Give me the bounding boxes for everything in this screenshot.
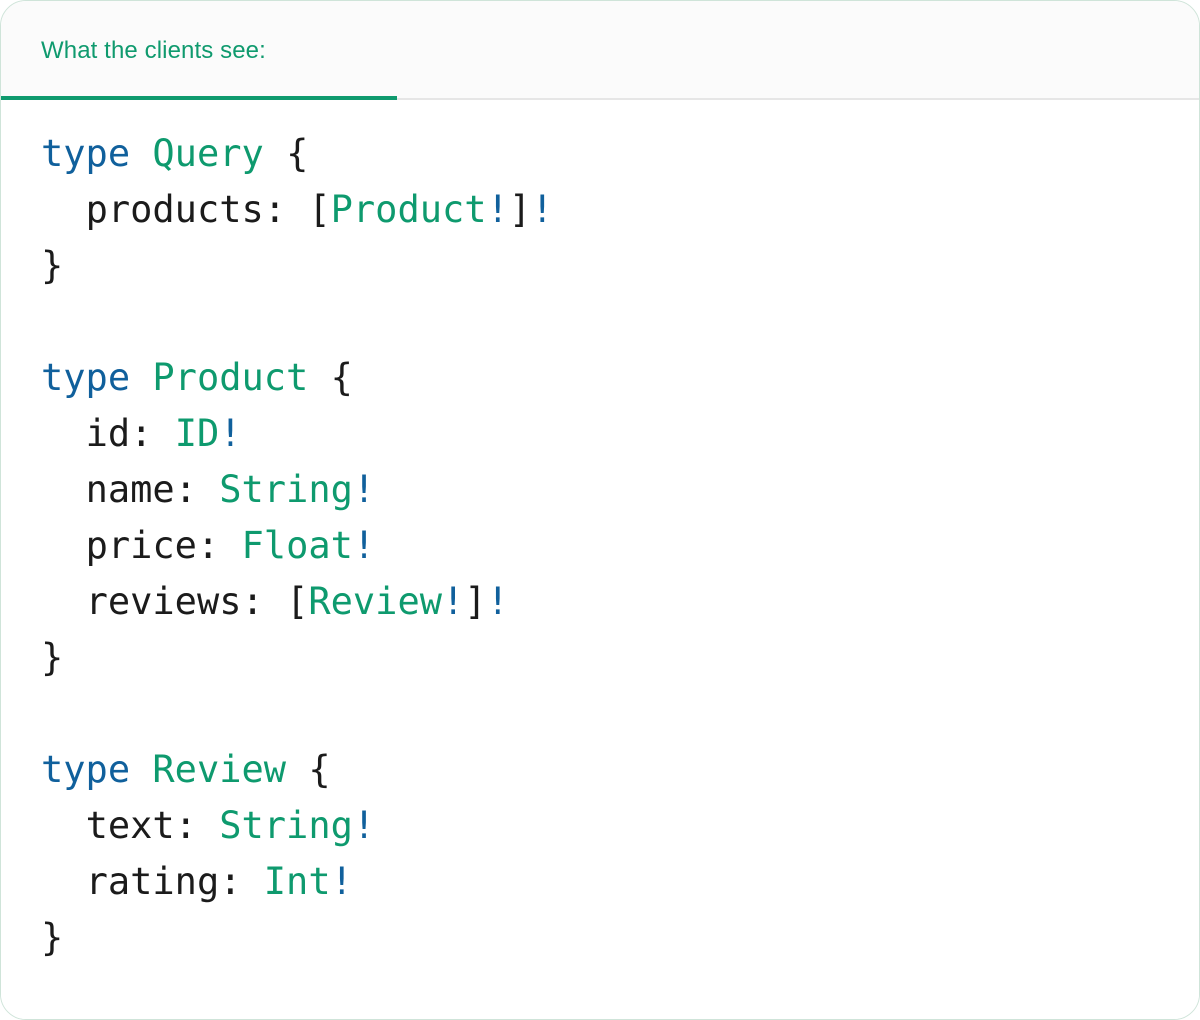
code-token-punct: : — [219, 860, 264, 903]
code-token-type: Product — [152, 356, 309, 399]
code-token-bang: ! — [486, 188, 509, 231]
code-line: id: ID! — [41, 406, 1159, 462]
code-token-type: Query — [152, 132, 264, 175]
code-token-type: Review — [152, 748, 287, 791]
code-line — [41, 686, 1159, 742]
code-token-punct: : — [241, 580, 287, 623]
code-token-bang: ! — [219, 412, 242, 455]
code-token-punct: : — [263, 188, 309, 231]
code-token-kw: type — [41, 748, 131, 791]
code-token-field: name — [85, 468, 175, 511]
code-token-punct: ] — [464, 580, 487, 623]
graphql-schema-code: type Query { products: [Product!]!} type… — [41, 126, 1159, 966]
code-token-punct: { — [308, 748, 331, 791]
code-token-punct — [264, 132, 286, 175]
code-token-type: Float — [241, 524, 353, 567]
code-token-bang: ! — [352, 468, 376, 511]
code-pane: type Query { products: [Product!]!} type… — [1, 100, 1199, 1019]
code-line: } — [41, 630, 1159, 686]
code-token-field: reviews — [85, 580, 242, 623]
active-tab-underline — [1, 96, 397, 100]
code-token-punct: { — [330, 356, 353, 399]
code-token-type: String — [219, 804, 353, 847]
code-token-punct: } — [41, 244, 64, 287]
code-token-punct: [ — [308, 188, 331, 231]
code-token-punct: { — [286, 132, 309, 175]
code-line: products: [Product!]! — [41, 182, 1159, 238]
code-token-bang: ! — [330, 860, 353, 903]
code-token-kw: type — [41, 132, 131, 175]
code-token-kw: type — [41, 356, 131, 399]
code-token-punct: : — [174, 804, 220, 847]
code-token-bang: ! — [352, 804, 376, 847]
code-token-field: rating — [85, 860, 220, 903]
code-indent — [41, 188, 86, 231]
code-line: price: Float! — [41, 518, 1159, 574]
tab-bar-divider — [1, 98, 1199, 100]
code-token-punct — [130, 132, 152, 175]
code-token-type: Product — [330, 188, 487, 231]
code-indent — [41, 804, 86, 847]
code-line: } — [41, 910, 1159, 966]
code-token-type: String — [219, 468, 353, 511]
code-token-type: Review — [308, 580, 442, 623]
code-token-bang: ! — [486, 580, 509, 623]
code-token-bang: ! — [442, 580, 465, 623]
code-line: rating: Int! — [41, 854, 1159, 910]
code-token-punct: ] — [508, 188, 532, 231]
code-token-field: text — [85, 804, 175, 847]
code-token-punct: } — [41, 636, 64, 679]
code-token-bang: ! — [352, 524, 376, 567]
tab-label: What the clients see: — [41, 36, 266, 64]
code-token-type: ID — [174, 412, 220, 455]
code-line: type Review { — [41, 742, 1159, 798]
code-token-bang: ! — [531, 188, 554, 231]
code-line: reviews: [Review!]! — [41, 574, 1159, 630]
code-token-punct: : — [196, 524, 242, 567]
code-line: text: String! — [41, 798, 1159, 854]
code-token-punct: } — [41, 916, 64, 959]
tab-what-the-clients-see[interactable]: What the clients see: — [1, 1, 397, 100]
code-indent — [41, 468, 86, 511]
code-token-punct — [308, 356, 330, 399]
code-token-field: price — [85, 524, 197, 567]
code-line — [41, 294, 1159, 350]
code-line: name: String! — [41, 462, 1159, 518]
code-indent — [41, 412, 86, 455]
code-token-field: id — [85, 412, 131, 455]
code-token-punct: : — [130, 412, 175, 455]
tab-bar: What the clients see: — [1, 1, 1199, 100]
code-token-field: products — [85, 188, 264, 231]
code-indent — [41, 524, 86, 567]
code-indent — [41, 860, 86, 903]
code-token-punct — [130, 748, 152, 791]
code-line: type Product { — [41, 350, 1159, 406]
code-line: type Query { — [41, 126, 1159, 182]
code-token-punct — [130, 356, 152, 399]
code-token-punct — [286, 748, 308, 791]
code-line: } — [41, 238, 1159, 294]
code-indent — [41, 580, 86, 623]
code-token-type: Int — [263, 860, 331, 903]
code-token-punct: : — [174, 468, 220, 511]
code-token-punct: [ — [286, 580, 309, 623]
